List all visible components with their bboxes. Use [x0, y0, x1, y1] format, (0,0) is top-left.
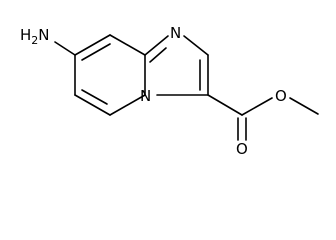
- double-bond-c5-c6-inner: [81, 89, 108, 105]
- bond-c8a-n1: [144, 35, 169, 56]
- bond-c3-ccarbonyl: [207, 94, 243, 116]
- bond-c5-c6: [74, 94, 111, 116]
- carbonyl-oxygen-label: O: [236, 140, 248, 158]
- double-bond-c7-c8-inner: [81, 43, 111, 61]
- amine-label: H2N: [20, 26, 50, 47]
- ester-oxygen-label: O: [275, 87, 287, 105]
- bond-oester-methyl: [289, 97, 319, 115]
- bond-c7-amine: [54, 41, 76, 56]
- bond-n1-c2: [183, 35, 209, 56]
- bond-c8-c8a: [109, 34, 146, 56]
- bridgehead-nitrogen-label: N: [140, 87, 151, 105]
- double-bond-c8a-n1-outer: [149, 47, 167, 63]
- imidazole-nitrogen-label: N: [170, 24, 181, 42]
- bond-ccarbonyl-oester: [241, 97, 273, 116]
- molecule-structure-diagram: H2N N N O O: [20, 24, 319, 158]
- bond-c7-c8: [74, 34, 111, 56]
- bond-n4-c5: [109, 94, 146, 116]
